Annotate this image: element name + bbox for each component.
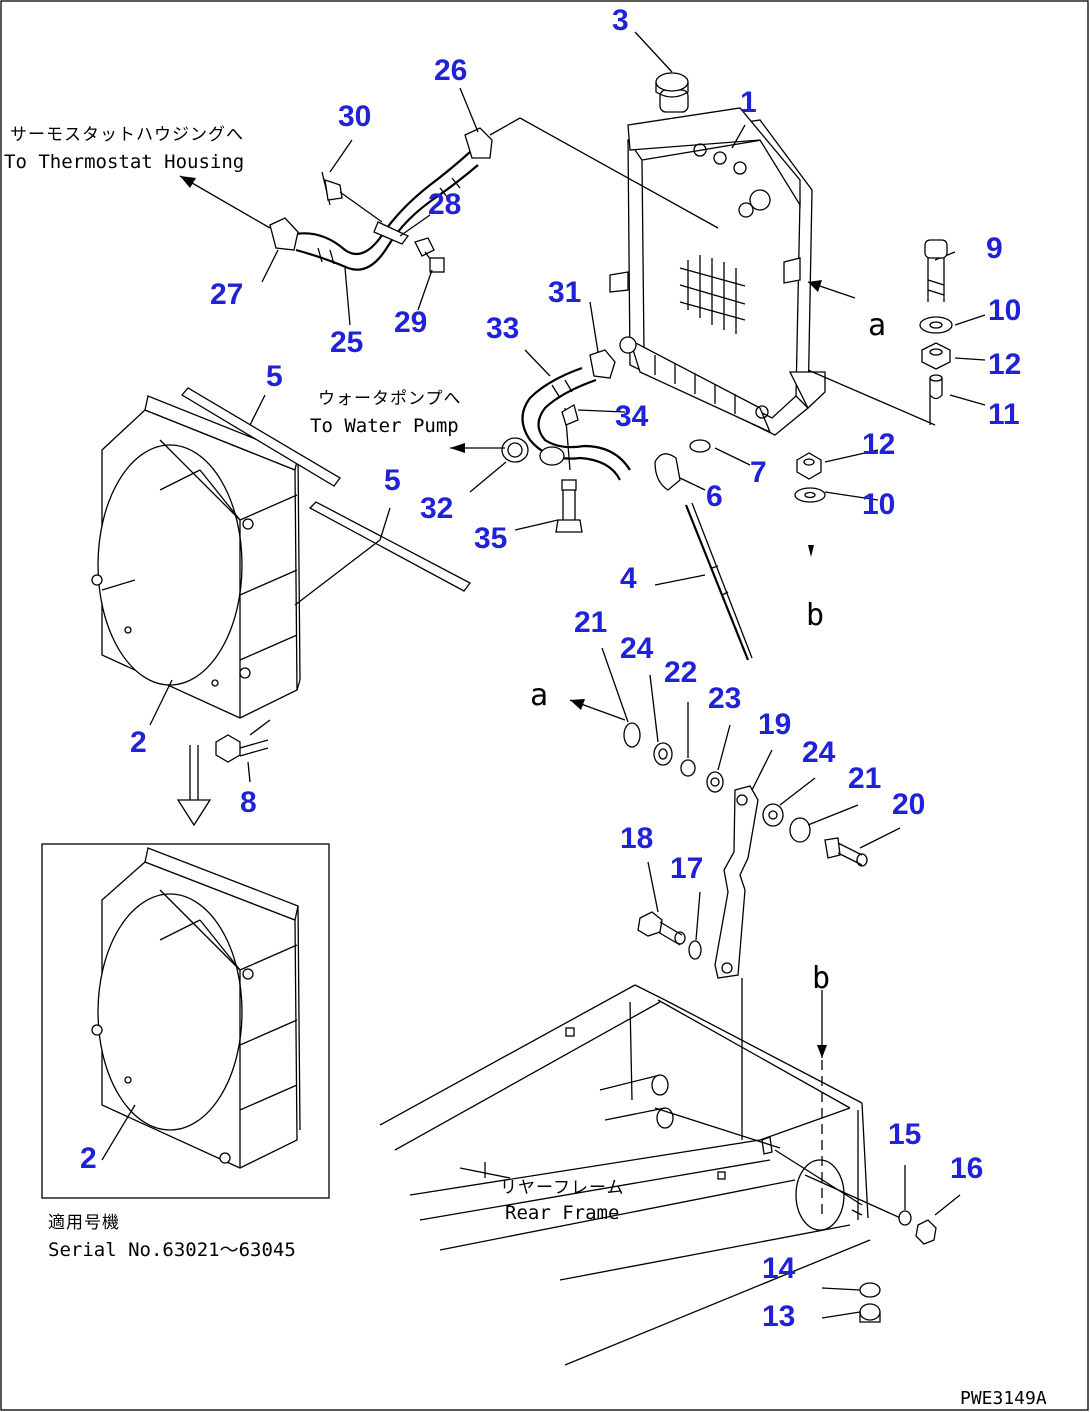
callout-23: 23 (708, 682, 741, 715)
note-water-pump-jp: ウォータポンプへ (318, 389, 462, 409)
callout-32: 32 (420, 492, 453, 525)
callout-2: 2 (130, 726, 147, 759)
callout-7: 7 (750, 456, 767, 489)
ref-letter-a-mid: a (530, 678, 548, 713)
callout-20: 20 (892, 788, 925, 821)
note-thermostat-en: To Thermostat Housing (4, 151, 244, 173)
callout-26: 26 (434, 54, 467, 87)
callout-4: 4 (620, 562, 637, 595)
callout-8: 8 (240, 786, 257, 819)
callout-17: 17 (670, 852, 703, 885)
diagram-code: PWE3149A (960, 1388, 1047, 1409)
callout-21-left: 21 (574, 606, 607, 639)
callout-19: 19 (758, 708, 791, 741)
callout-1: 1 (740, 86, 757, 119)
callout-13: 13 (762, 1300, 795, 1333)
callout-3: 3 (612, 4, 629, 37)
note-rear-frame-en: Rear Frame (505, 1202, 619, 1224)
fan-shroud-inset (91, 847, 301, 1169)
lower-hose (450, 301, 631, 533)
note-water-pump-en: To Water Pump (310, 415, 459, 437)
callout-10-bottom: 10 (862, 488, 895, 521)
callout-21-right: 21 (848, 762, 881, 795)
callout-35: 35 (474, 522, 507, 555)
callout-5-lower: 5 (384, 464, 401, 497)
note-thermostat-jp: サーモスタットハウジングへ (10, 125, 244, 145)
radiator-cap (655, 72, 689, 98)
callout-11: 11 (988, 398, 1020, 431)
callout-29: 29 (394, 306, 427, 339)
shroud-seals (181, 387, 471, 606)
mount-hardware-top (794, 239, 953, 557)
callout-30: 30 (338, 100, 371, 133)
callout-27: 27 (210, 278, 243, 311)
upper-hose (179, 87, 493, 326)
callout-15: 15 (888, 1118, 921, 1151)
callout-33: 33 (486, 312, 519, 345)
callout-14: 14 (762, 1252, 796, 1285)
radiator (609, 89, 826, 436)
callout-5-upper: 5 (266, 360, 283, 393)
note-serial-en: Serial No.63021～63045 (48, 1239, 296, 1261)
callout-12-top: 12 (988, 348, 1021, 381)
callout-6: 6 (706, 480, 723, 513)
fan-shroud (91, 395, 301, 827)
callout-2-inset: 2 (80, 1142, 97, 1175)
serial-inset-box (41, 843, 330, 1199)
note-rear-frame-jp: リヤーフレーム (500, 1178, 624, 1198)
ref-letter-a-top: a (868, 308, 886, 343)
callout-24-right: 24 (802, 736, 836, 769)
callout-31: 31 (548, 276, 581, 309)
callout-25: 25 (330, 326, 363, 359)
callout-24-left: 24 (620, 632, 654, 665)
ref-letter-b-top: b (806, 598, 824, 633)
callout-22: 22 (664, 656, 697, 689)
callout-12-bottom: 12 (862, 428, 895, 461)
callout-9: 9 (986, 232, 1003, 265)
callout-34: 34 (615, 400, 649, 433)
callout-16: 16 (950, 1152, 983, 1185)
callout-18: 18 (620, 822, 653, 855)
rear-frame (379, 984, 961, 1366)
stay-hardware (569, 647, 901, 1140)
drain-valve (654, 439, 753, 661)
callout-28: 28 (428, 188, 461, 221)
note-serial-jp: 適用号機 (48, 1213, 120, 1233)
callout-10-top: 10 (988, 294, 1021, 327)
ref-letter-b-bottom: b (812, 961, 830, 996)
